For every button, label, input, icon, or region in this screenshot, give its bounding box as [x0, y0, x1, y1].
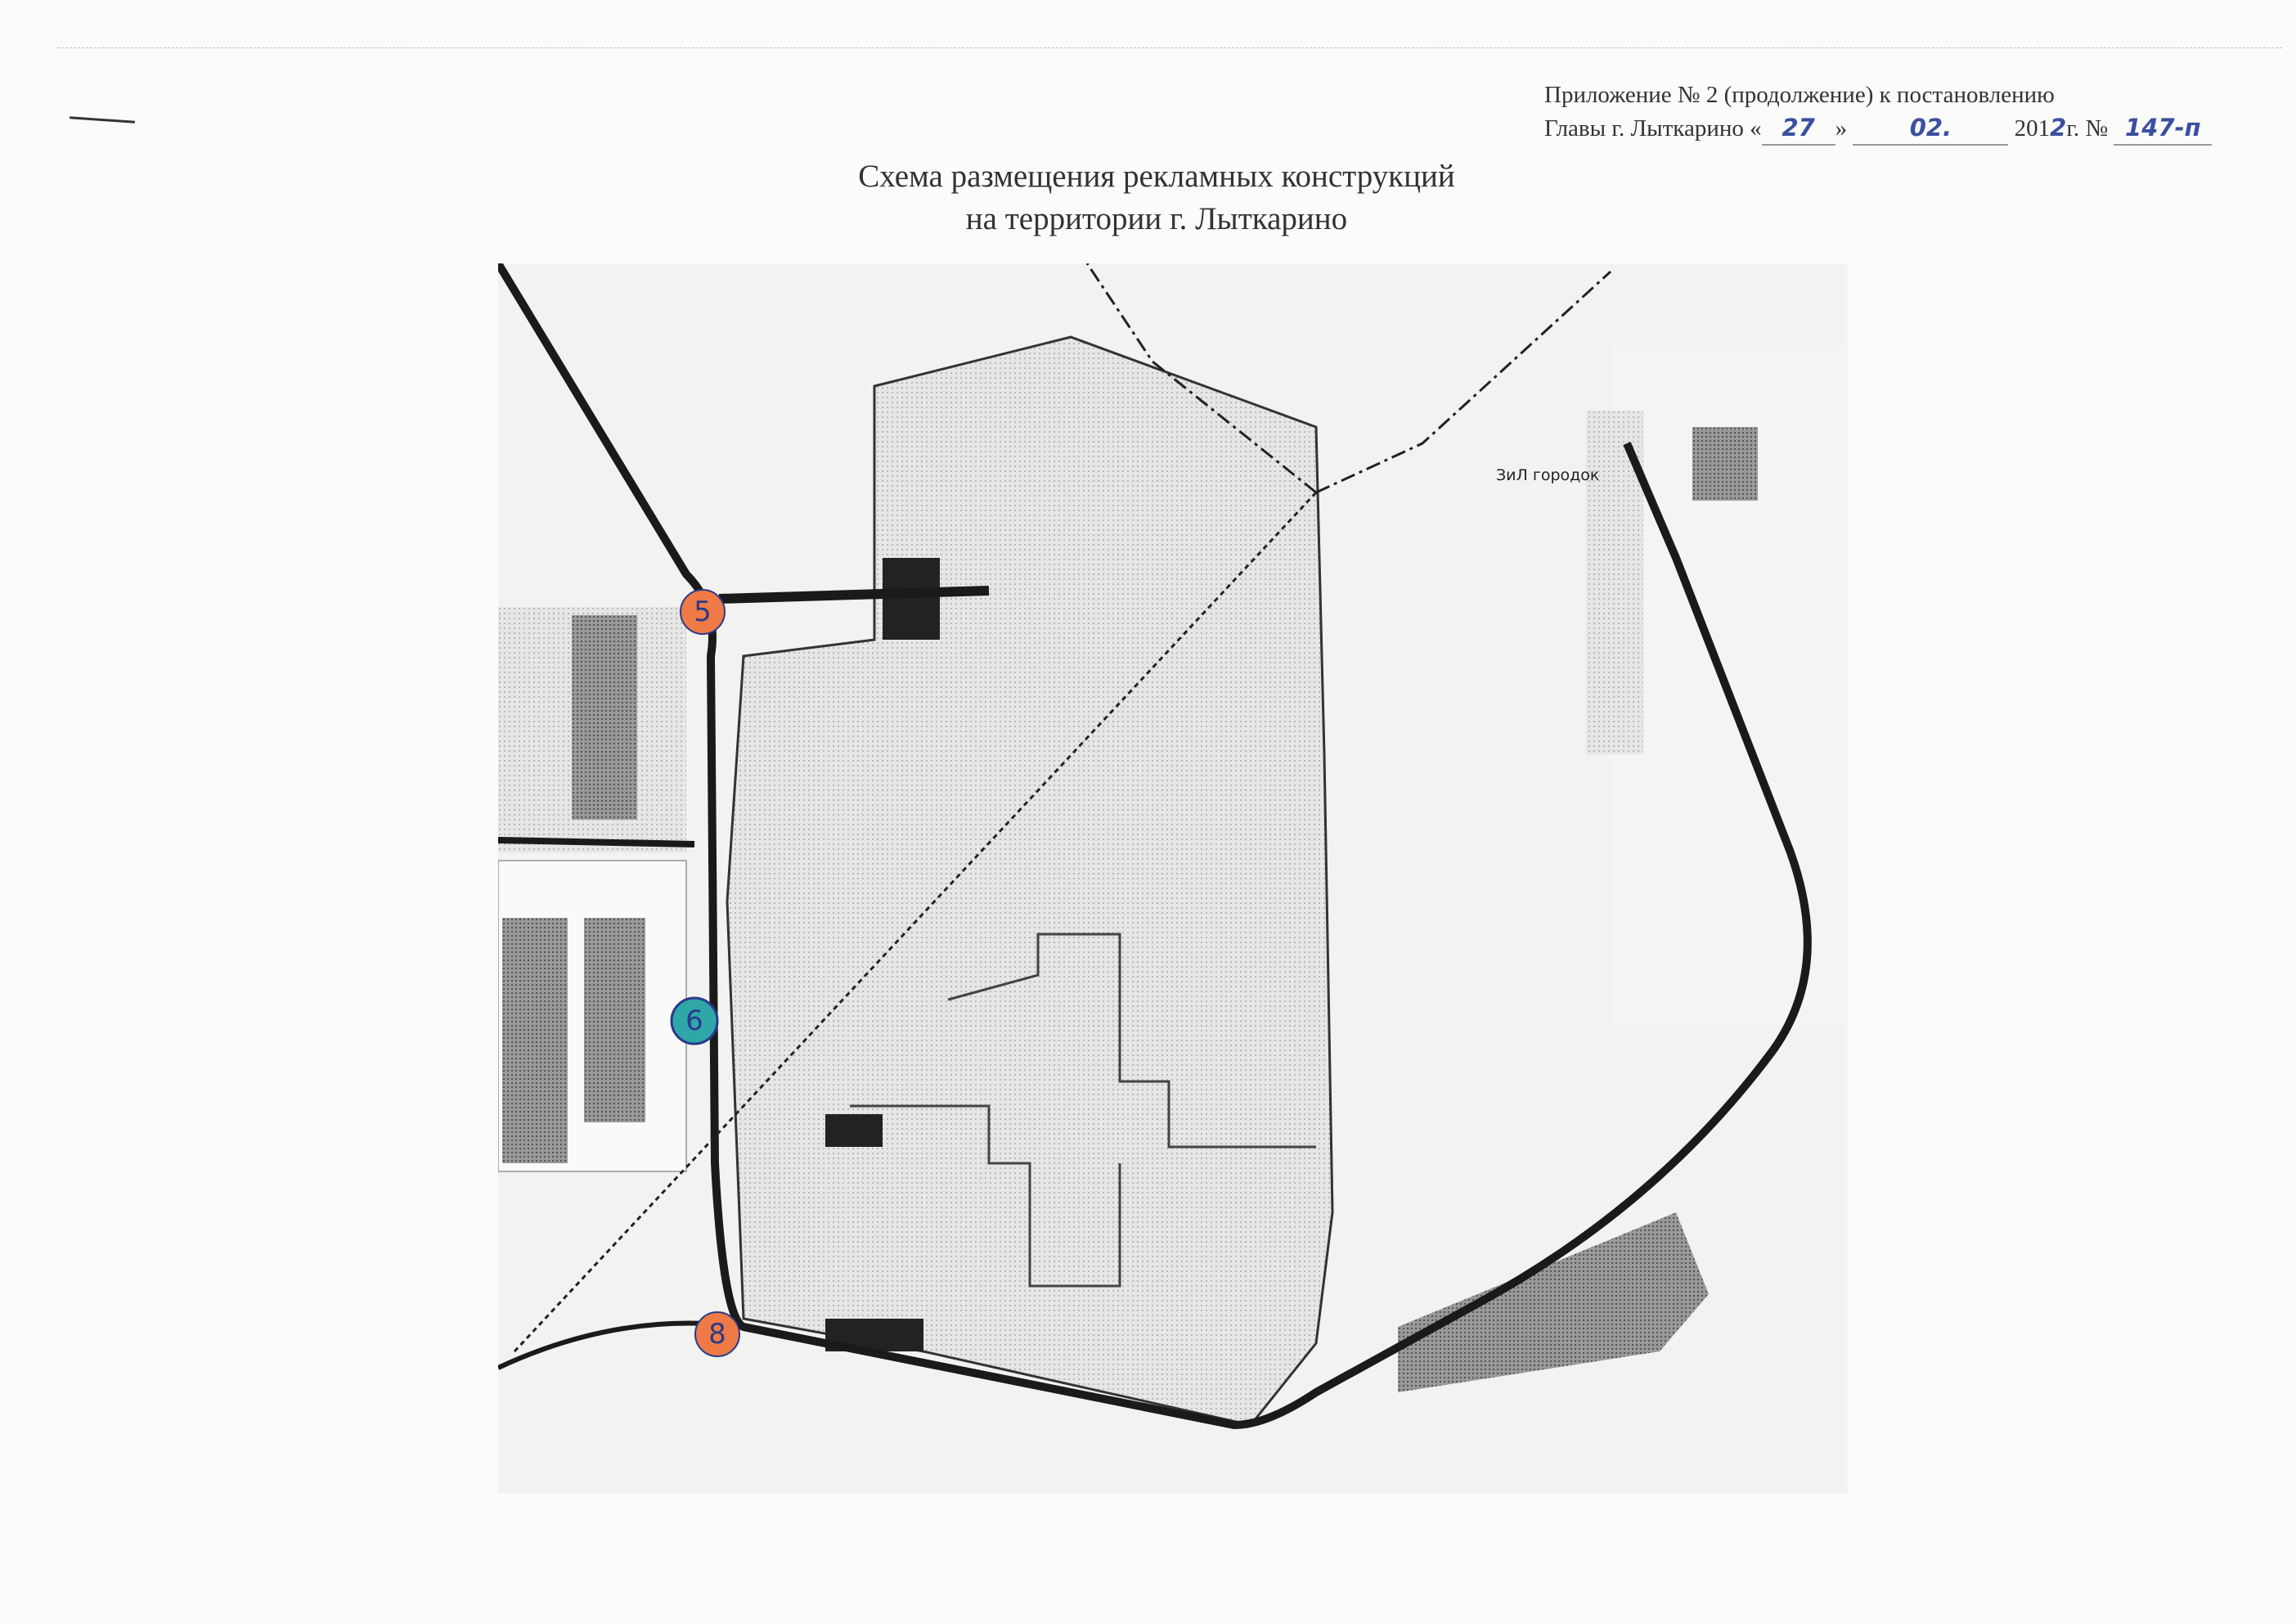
building [1692, 427, 1758, 501]
decree-year-suffix: 2 [2050, 114, 2067, 142]
plot-boundary [850, 1104, 1121, 1288]
building [584, 918, 645, 1122]
plot-boundary [947, 933, 1316, 1149]
number-sign: № [2085, 115, 2109, 142]
ad-marker-8[interactable]: 8 [694, 1311, 740, 1357]
building [883, 558, 940, 640]
marker-number: 6 [685, 1005, 703, 1037]
scan-mark [69, 116, 136, 124]
title-line-1: Схема размещения рекламных конструкций [858, 159, 1455, 194]
appendix-line-1: Приложение № 2 (продолжение) к постановл… [1544, 82, 2055, 108]
ad-marker-5[interactable]: 5 [680, 589, 726, 635]
main-road [498, 263, 1812, 1430]
quote-close: » [1835, 115, 1848, 142]
decree-day: 27 [1761, 111, 1835, 146]
scan-edge-line [57, 47, 2282, 48]
side-road [718, 586, 990, 604]
boundary-line [1315, 270, 1612, 494]
marker-number: 8 [708, 1318, 726, 1351]
side-road [498, 837, 695, 847]
marker-circle [680, 589, 726, 635]
title-line-2: на территории г. Лыткарино [965, 201, 1348, 236]
decree-number: 147-п [2114, 111, 2213, 146]
appendix-line-2: Главы г. Лыткарино «27» 02. 2012г. № 147… [1544, 111, 2213, 146]
decree-year-prefix: 201 [2014, 115, 2051, 142]
boundary-line [1085, 263, 1317, 494]
marker-circle [694, 1311, 740, 1357]
building [502, 918, 568, 1163]
marker-circle [670, 996, 719, 1045]
ad-marker-6[interactable]: 6 [670, 996, 719, 1045]
site-map: ЗиЛ городок 5 6 8 [498, 263, 1848, 1494]
decree-month: 02. [1853, 111, 2009, 146]
area-label: ЗиЛ городок [1496, 466, 1599, 484]
appendix-header: Приложение № 2 (продолжение) к постановл… [1544, 79, 2213, 146]
power-line [513, 491, 1318, 1353]
decree-author: Главы г. Лыткарино « [1544, 115, 1762, 142]
page-title: Схема размещения рекламных конструкций н… [0, 155, 2296, 241]
year-abbr: г. [2066, 115, 2080, 142]
building-cluster [1398, 1212, 1709, 1392]
building [825, 1114, 883, 1147]
marker-number: 5 [694, 596, 712, 628]
building [572, 615, 637, 820]
